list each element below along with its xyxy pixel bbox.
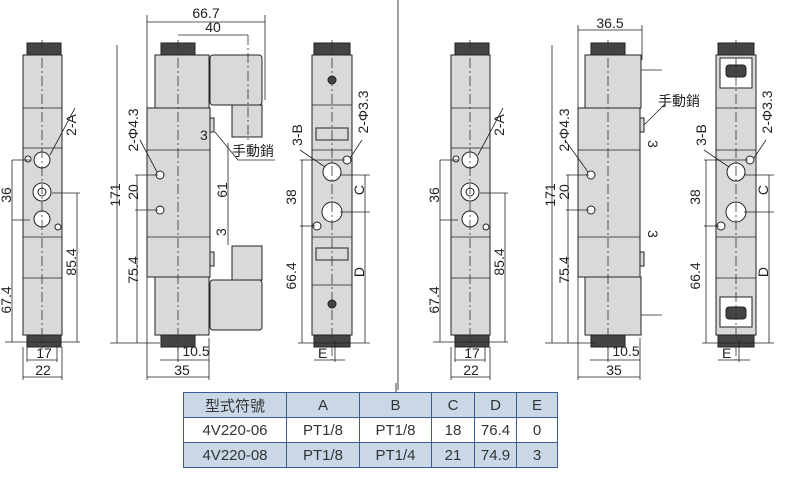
dim-d: D: [351, 267, 367, 277]
dim-85-4: 85.4: [491, 248, 507, 275]
dim-22: 22: [35, 362, 51, 378]
port-label-2a: 2-A: [491, 113, 507, 135]
port-label-3b: 3-B: [693, 124, 709, 146]
dim-75-4: 75.4: [556, 256, 572, 283]
cell-e: 0: [516, 417, 558, 443]
dim-20: 20: [125, 184, 141, 200]
header-model: 型式符號: [183, 392, 287, 418]
table-row: 4V220-08 PT1/8 PT1/4 21 74.9 3: [183, 442, 558, 468]
dim-pin-bottom: 3: [213, 228, 229, 236]
left-side-view: 36 67.4 85.4 2-A 17 22: [0, 40, 80, 380]
header-d: D: [474, 392, 517, 418]
right-side-view: 36 67.4 85.4 2-A 17 22: [426, 40, 508, 380]
dim-40: 40: [205, 19, 221, 35]
manual-pin-label: 手動銷: [232, 144, 274, 160]
cell-d: 76.4: [474, 417, 517, 443]
hole-label: 2-Φ4.3: [125, 108, 141, 151]
hole-label: 2-Φ3.3: [759, 90, 775, 133]
dim-e: E: [722, 345, 731, 361]
dim-66-4: 66.4: [283, 262, 299, 289]
spec-table: 型式符號 A B C D E 4V220-06 PT1/8 PT1/8 18 7…: [183, 392, 558, 468]
manual-pin-label: 手動銷: [658, 94, 700, 110]
left-front-view: 66.7 40 171 20 75.4 61 3 3 2-Φ4.3 手動銷 10…: [107, 5, 275, 380]
cell-a: PT1/8: [286, 417, 360, 443]
table-row: 4V220-06 PT1/8 PT1/8 18 76.4 0: [183, 417, 558, 443]
dim-171: 171: [107, 183, 123, 207]
right-end-view: 38 66.4 C D 3-B 2-Φ3.3 E: [687, 40, 775, 362]
dim-c: C: [351, 185, 367, 195]
dim-67-4: 67.4: [426, 286, 442, 313]
dim-38: 38: [687, 189, 703, 205]
dim-67-4: 67.4: [0, 286, 14, 313]
port-label-2a: 2-A: [63, 113, 79, 135]
dim-17: 17: [464, 345, 480, 361]
dim-pin-top: 3: [645, 140, 661, 148]
header-e: E: [516, 392, 558, 418]
dim-36: 36: [0, 187, 14, 203]
dim-17: 17: [36, 345, 52, 361]
cell-a: PT1/8: [286, 442, 360, 468]
dim-36-5: 36.5: [596, 15, 623, 31]
cell-c: 21: [431, 442, 475, 468]
cell-e: 3: [516, 442, 558, 468]
dim-10-5: 10.5: [182, 343, 209, 359]
dim-85-4: 85.4: [63, 248, 79, 275]
dim-10-5: 10.5: [612, 343, 639, 359]
dim-pin-top: 3: [200, 127, 208, 143]
dim-e: E: [318, 345, 327, 361]
header-b: B: [359, 392, 432, 418]
dim-36: 36: [426, 187, 442, 203]
hole-label: 2-Φ3.3: [355, 90, 371, 133]
hole-label: 2-Φ4.3: [556, 108, 572, 151]
cell-b: PT1/8: [359, 417, 432, 443]
dim-35: 35: [174, 362, 190, 378]
header-a: A: [286, 392, 360, 418]
dim-20: 20: [556, 184, 572, 200]
cell-c: 18: [431, 417, 475, 443]
cell-b: PT1/4: [359, 442, 432, 468]
dim-35: 35: [606, 362, 622, 378]
cell-d: 74.9: [474, 442, 517, 468]
left-end-view: 38 66.4 C D 3-B 2-Φ3.3 E: [283, 40, 371, 362]
dim-66-4: 66.4: [687, 262, 703, 289]
dim-c: C: [755, 185, 771, 195]
dim-22: 22: [463, 362, 479, 378]
cell-model: 4V220-06: [183, 417, 287, 443]
dim-171: 171: [542, 183, 558, 207]
port-label-3b: 3-B: [289, 124, 305, 146]
table-header-row: 型式符號 A B C D E: [183, 392, 558, 418]
dim-38: 38: [283, 189, 299, 205]
right-front-view: 36.5 171 20 75.4 3 3 2-Φ4.3 手動銷 10.5 35: [542, 15, 700, 380]
header-c: C: [431, 392, 475, 418]
dim-61: 61: [214, 182, 230, 198]
dim-pin-bottom: 3: [645, 230, 661, 238]
dim-66-7: 66.7: [192, 5, 219, 21]
dim-75-4: 75.4: [125, 256, 141, 283]
dim-d: D: [755, 267, 771, 277]
cell-model: 4V220-08: [183, 442, 287, 468]
